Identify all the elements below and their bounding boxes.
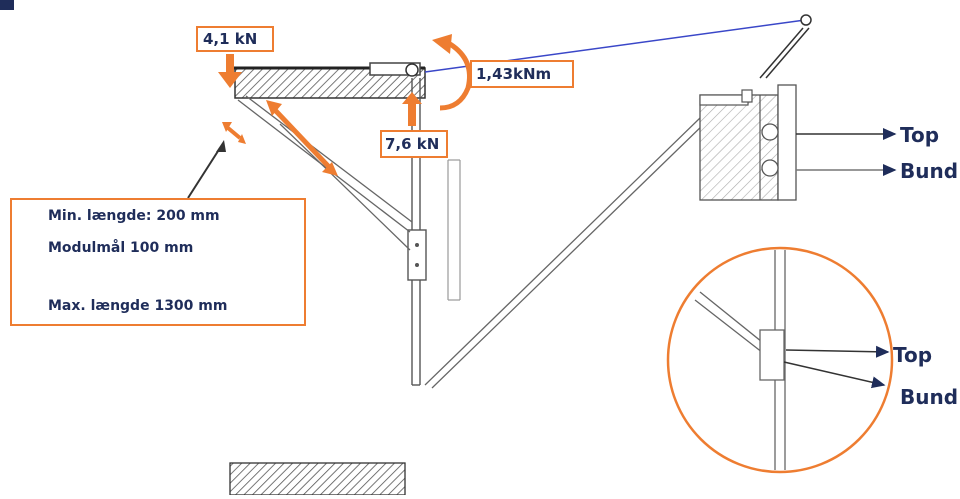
- force-top-label: 4,1 kN: [203, 30, 258, 48]
- post-bracket: [407, 229, 427, 281]
- cable-anchor: [759, 14, 812, 79]
- force-bottom-label: 7,6 kN: [385, 135, 440, 153]
- detail-top-label: Top: [893, 343, 932, 367]
- info-pointer-head: [216, 140, 226, 152]
- right-top-label: Top: [900, 123, 939, 147]
- force-top-box: [196, 26, 274, 52]
- corner-tab: [0, 0, 14, 10]
- length-arrow-long: [266, 100, 338, 176]
- lower-strut: [424, 117, 707, 389]
- info-pointer: [187, 147, 221, 199]
- upper-strut: [237, 95, 413, 251]
- info-min-length: Min. længde: 200 mm: [48, 208, 220, 224]
- side-profile: [447, 159, 461, 301]
- moment-box: [470, 60, 574, 88]
- info-box: [10, 198, 306, 326]
- detail-bund-label: Bund: [900, 385, 958, 409]
- moment-arrowhead: [432, 34, 452, 54]
- detail-bund-arrow: [783, 361, 886, 389]
- right-bund-label: Bund: [900, 159, 958, 183]
- info-max-length: Max. længde 1300 mm: [48, 298, 228, 314]
- moment-arrow: [439, 41, 472, 111]
- moment-label: 1,43kNm: [476, 65, 552, 83]
- force-arrow-up: [402, 92, 422, 126]
- detail-top-arrow: [785, 345, 890, 358]
- force-arrow-down: [218, 54, 242, 88]
- force-bottom-box: [380, 130, 448, 158]
- circle-detail: [666, 246, 894, 474]
- info-module: Modulmål 100 mm: [48, 240, 194, 256]
- length-arrow-short: [222, 122, 246, 144]
- bottom-slab: [229, 462, 406, 496]
- right-wall-detail: [699, 84, 797, 201]
